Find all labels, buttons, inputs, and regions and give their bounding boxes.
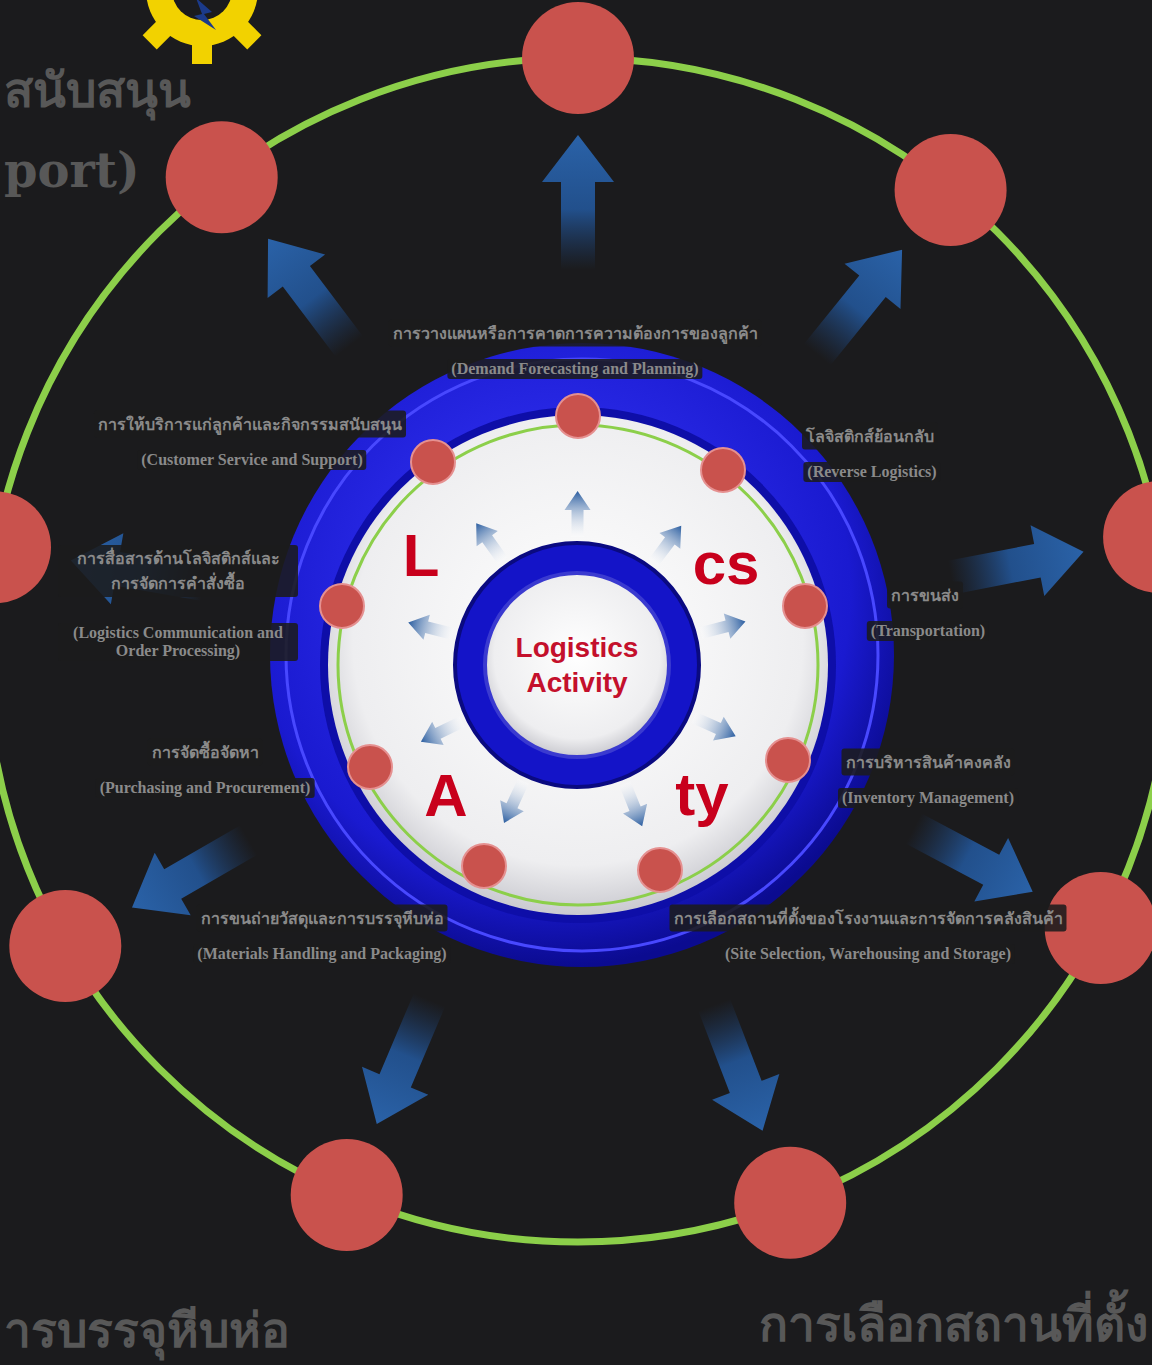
activity-label: โลจิสติกส์ย้อนกลับ — [802, 423, 938, 450]
heading-fragment: สนับสนุน — [4, 52, 191, 128]
inner-dot — [638, 848, 682, 892]
activity-label: (Materials Handling and Packaging) — [193, 944, 450, 964]
inner-arrow-shape — [466, 516, 514, 569]
outer-dot — [1103, 481, 1152, 593]
inner-rim — [320, 407, 836, 923]
outer-dot — [734, 1147, 846, 1259]
outer-arrow — [681, 992, 797, 1144]
activity-label: การสื่อสารด้านโลจิสติกส์และ การจัดการคำส… — [58, 545, 298, 597]
inner-dot — [783, 584, 827, 628]
inner-arrow — [613, 779, 654, 831]
activity-label: การให้บริการแก่ลูกค้าและกิจกรรมสนับสนุน — [94, 411, 406, 438]
outer-dot — [9, 890, 121, 1002]
gear-logo — [128, 0, 276, 64]
activity-label: (Site Selection, Warehousing and Storage… — [721, 944, 1015, 964]
activity-label: (Customer Service and Support) — [137, 450, 366, 470]
watermark-fragment: cs — [693, 534, 760, 594]
center-ring — [455, 543, 699, 787]
inner-arrow — [466, 516, 514, 569]
outer-dot — [895, 134, 1007, 246]
activity-label: (Purchasing and Procurement) — [96, 778, 315, 798]
watermark-fragment: ty — [675, 765, 728, 825]
outer-arrow — [944, 516, 1090, 612]
inner-arrow — [564, 491, 590, 537]
heading-fragment: การเลือกสถานที่ตั้ง — [759, 1286, 1148, 1362]
inner-arrow — [643, 518, 691, 570]
inner-dot — [556, 394, 600, 438]
outer-dot — [0, 491, 51, 603]
outer-dot — [291, 1139, 403, 1251]
outer-arrow-shape — [789, 227, 930, 377]
watermark-fragment: L — [403, 526, 440, 586]
inner-arrow-shape — [564, 491, 590, 537]
inner-arrow-shape — [643, 518, 691, 570]
outer-arrow — [789, 227, 930, 377]
watermark-fragment: A — [424, 766, 467, 826]
outer-arrow-shape — [681, 992, 797, 1144]
inner-arrow — [688, 706, 741, 749]
outer-arrow — [542, 135, 614, 270]
inner-arrow — [698, 609, 749, 646]
outer-arrow — [239, 217, 378, 368]
outer-arrow-shape — [344, 986, 463, 1138]
activity-label: การบริหารสินค้าคงคลัง — [842, 749, 1015, 776]
inner-arrow — [405, 610, 456, 646]
activity-label: การเลือกสถานที่ตั้งของโรงงานและการจัดการ… — [670, 905, 1067, 932]
blue-disk-rim — [286, 359, 878, 951]
inner-arrow-shape — [688, 706, 741, 749]
inner-arrow-shape — [415, 710, 468, 754]
activity-label: การขนถ่ายวัสดุและการบรรจุหีบห่อ — [197, 905, 448, 932]
inner-arrow-shape — [698, 609, 749, 646]
inner-dot — [348, 745, 392, 789]
inner-arrow — [415, 710, 468, 754]
outer-ring — [0, 58, 1152, 1242]
outer-dot — [522, 2, 634, 114]
inner-arrow-shape — [492, 776, 535, 829]
activity-label: (Transportation) — [867, 621, 989, 641]
inner-arrow — [492, 776, 535, 829]
inner-ring — [338, 425, 818, 905]
activity-label: การขนส่ง — [887, 582, 963, 609]
outer-arrow-shape — [542, 135, 614, 270]
activity-label: (Inventory Management) — [838, 788, 1018, 808]
inner-dot — [701, 448, 745, 492]
white-disk — [328, 415, 828, 915]
center-title: Logistics Activity — [502, 630, 652, 700]
inner-arrow-shape — [405, 610, 456, 646]
activity-label: การจัดซื้อจัดหา — [148, 739, 263, 766]
inner-dot — [320, 584, 364, 628]
outer-arrow-shape — [944, 516, 1090, 612]
inner-dot — [766, 738, 810, 782]
activity-label: การวางแผนหรือการคาดการความต้องการของลูกค… — [389, 320, 762, 347]
activity-label: (Reverse Logistics) — [803, 462, 940, 482]
outer-arrow-shape — [239, 217, 378, 368]
activity-label: (Logistics Communication and Order Proce… — [58, 623, 298, 661]
inner-arrow-shape — [613, 779, 654, 831]
outer-dot — [166, 121, 278, 233]
inner-dot — [411, 440, 455, 484]
inner-dot — [462, 844, 506, 888]
outer-arrow — [344, 986, 463, 1138]
center-circle: Logistics Activity — [487, 575, 667, 755]
heading-fragment: port) — [4, 142, 140, 198]
activity-label: (Demand Forecasting and Planning) — [447, 359, 702, 379]
center-disk — [485, 573, 669, 757]
heading-fragment: ารบรรจุหีบห่อ — [4, 1292, 290, 1365]
